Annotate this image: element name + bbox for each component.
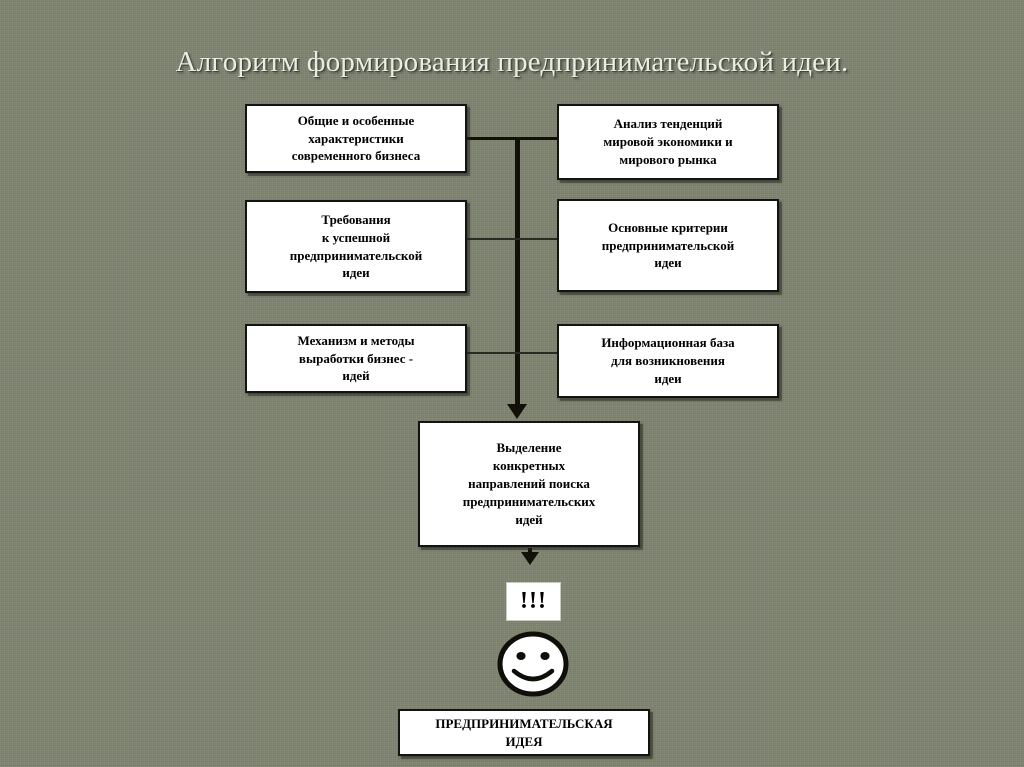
box-requirements-label: Требования к успешной предпринимательско…: [289, 211, 423, 281]
box-mechanism-methods-label: Механизм и методы выработки бизнес - иде…: [297, 332, 415, 384]
box-information-base-label: Информационная база для возникновения ид…: [601, 335, 735, 386]
box-result[interactable]: ПРЕДПРИНИМАТЕЛЬСКАЯ ИДЕЯ: [398, 709, 650, 756]
box-general-characteristics[interactable]: Общие и особенные характеристики совреме…: [245, 104, 467, 173]
box-exclamation[interactable]: !!!: [506, 582, 561, 621]
box-requirements[interactable]: Требования к успешной предпринимательско…: [245, 200, 467, 293]
main-trunk-line: [515, 138, 520, 408]
box-selection-directions-label: Выделение конкретных направлений поиска …: [462, 440, 596, 527]
row3-connector-line: [466, 352, 558, 354]
trunk-arrowhead-icon: [507, 404, 527, 419]
box-main-criteria-label: Основные критерии предпринимательской ид…: [601, 219, 735, 271]
box-mechanism-methods[interactable]: Механизм и методы выработки бизнес - иде…: [245, 324, 467, 393]
box-selection-directions[interactable]: Выделение конкретных направлений поиска …: [418, 421, 640, 547]
page-title: Алгоритм формирования предпринимательско…: [175, 46, 849, 78]
row1-connector-line: [466, 137, 558, 140]
box-result-label: ПРЕДПРИНИМАТЕЛЬСКАЯ ИДЕЯ: [435, 715, 613, 749]
box-exclamation-label: !!!: [520, 588, 547, 614]
exclamation-arrowhead-icon: [521, 552, 539, 565]
box-information-base[interactable]: Информационная база для возникновения ид…: [557, 324, 779, 398]
box-main-criteria[interactable]: Основные критерии предпринимательской ид…: [557, 199, 779, 292]
box-trend-analysis[interactable]: Анализ тенденций мировой экономики и мир…: [557, 104, 779, 180]
box-trend-analysis-label: Анализ тенденций мировой экономики и мир…: [603, 116, 733, 167]
row2-connector-line: [466, 238, 558, 240]
box-general-characteristics-label: Общие и особенные характеристики совреме…: [291, 112, 421, 164]
smiley-face-icon: [495, 630, 571, 698]
